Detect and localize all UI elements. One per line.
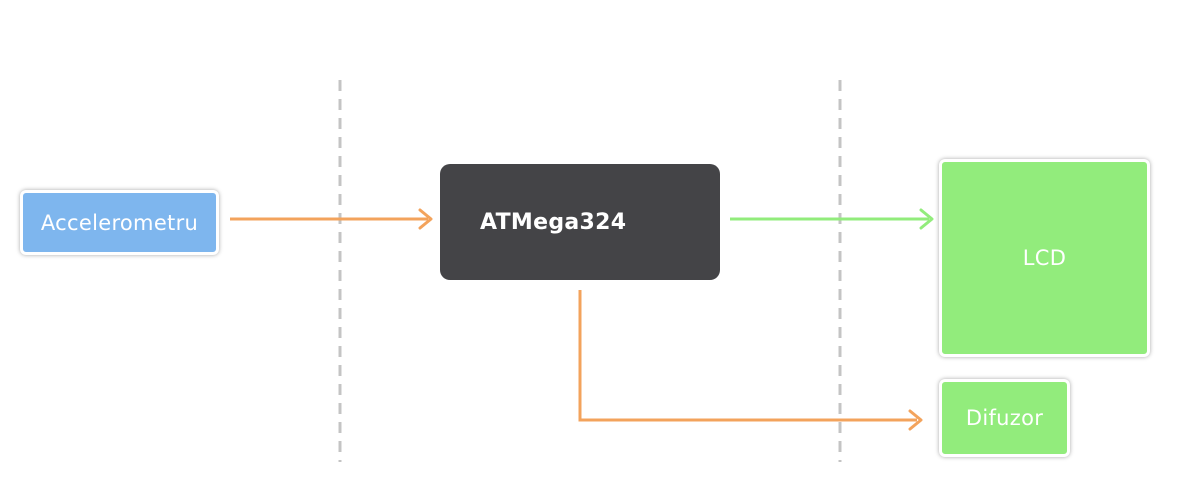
node-label: ATMega324 bbox=[480, 209, 627, 235]
node-microcontroller: ATMega324 bbox=[440, 164, 720, 280]
node-label: LCD bbox=[1022, 246, 1067, 270]
node-lcd: LCD bbox=[939, 159, 1150, 357]
arrowhead bbox=[919, 208, 934, 230]
edge-mcu-to-lcd bbox=[730, 208, 934, 230]
node-accelerometer: Accelerometru bbox=[20, 190, 219, 255]
arrowhead bbox=[908, 409, 923, 431]
node-speaker: Difuzor bbox=[939, 379, 1070, 457]
node-label: Difuzor bbox=[965, 406, 1044, 430]
edge-accelerometer-to-mcu bbox=[230, 208, 433, 230]
edge-mcu-to-speaker bbox=[578, 290, 923, 431]
arrowhead bbox=[418, 208, 433, 230]
node-label: Accelerometru bbox=[40, 210, 199, 235]
